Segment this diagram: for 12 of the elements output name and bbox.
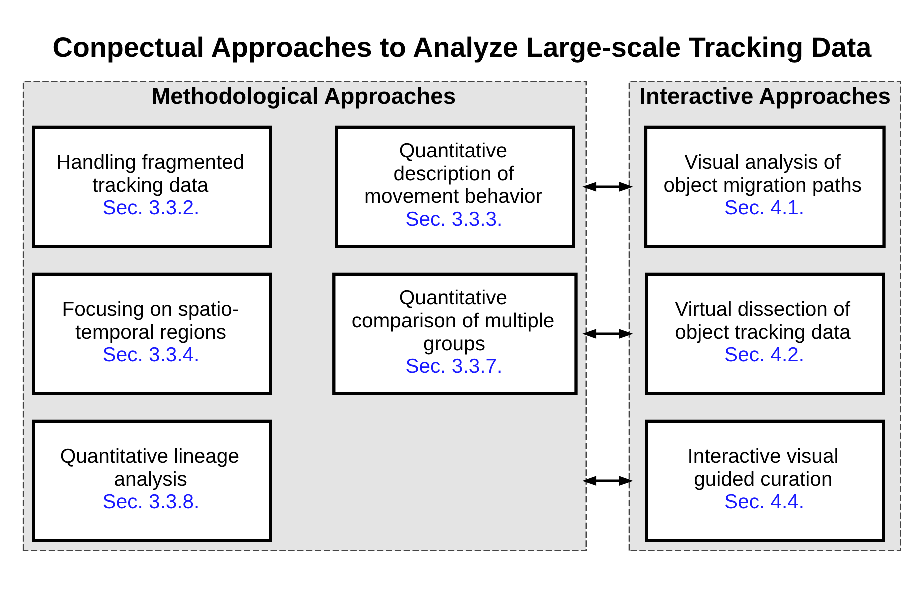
node-box: Quantitative comparison of multiple groups Sec. 3.3.7.: [332, 272, 578, 395]
node-box: Handling fragmented tracking data Sec. 3.3.2.: [32, 125, 272, 248]
arrow: [582, 328, 634, 338]
arrow: [582, 476, 634, 486]
node-box: Interactive visual guided curation Sec. 4.4.: [645, 419, 886, 542]
node-box: Quantitative lineage analysis Sec. 3.3.8.: [32, 419, 272, 542]
node-box: Virtual dissection of object tracking data Sec. 4.2.: [645, 272, 886, 395]
node-box: Quantitative description of movement behavior Sec. 3.3.3.: [335, 125, 576, 248]
node-box: Focusing on spatio-temporal regions Sec. 3.3.4.: [32, 272, 272, 395]
node-box: Visual analysis of object migration paths Sec. 4.1.: [644, 125, 886, 248]
arrow: [582, 182, 634, 192]
diagram-title: Conpectual Approaches to Analyze Large-scale Tracking Data: [52, 32, 872, 63]
